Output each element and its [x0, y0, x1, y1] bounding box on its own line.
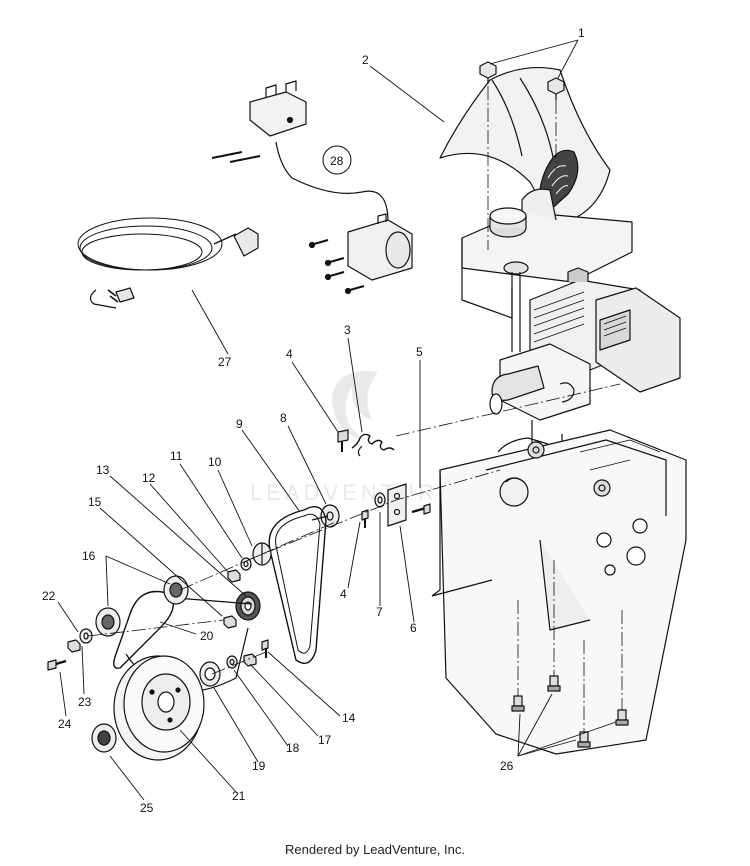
pulley-16-lower [95, 607, 121, 637]
belt-guide-bracket [387, 483, 407, 527]
bracket-washer [374, 492, 386, 508]
callout-26: 26 [500, 759, 514, 773]
idler-spring [351, 433, 395, 457]
leader-lines [57, 39, 617, 801]
callout-27: 27 [218, 355, 232, 369]
starter-motor [347, 213, 413, 281]
starter-screw-3 [308, 239, 329, 249]
shield-nut-left [479, 61, 497, 84]
bracket-screw [361, 509, 369, 528]
callout-18: 18 [286, 741, 300, 755]
starter-bracket [249, 80, 389, 223]
washer-18 [226, 655, 238, 669]
assembly-lines [87, 86, 623, 732]
frame-bolt-2 [547, 675, 561, 692]
auger-pulley-nut [223, 615, 237, 629]
callout-12: 12 [142, 471, 156, 485]
callout-17: 17 [318, 733, 332, 747]
watermark-text: LEADVENTURE [250, 480, 457, 505]
pivot-pin [337, 429, 349, 452]
callout-labels: 1 2 3 4 4 5 6 7 8 9 10 11 12 13 14 15 16… [42, 26, 585, 815]
callout-24: 24 [58, 717, 72, 731]
bolt-14 [261, 639, 269, 658]
bracket-bolt [411, 503, 431, 515]
callout-4-upper: 4 [286, 347, 293, 361]
callout-19: 19 [252, 759, 266, 773]
callout-2: 2 [362, 53, 369, 67]
engine-assembly [461, 188, 681, 461]
callout-7: 7 [376, 605, 383, 619]
callout-25: 25 [140, 801, 154, 815]
large-drive-pulley [113, 655, 205, 761]
bolt-24 [47, 659, 67, 671]
callout-20: 20 [200, 629, 214, 643]
callout-6: 6 [410, 621, 417, 635]
idler-nut [227, 569, 241, 583]
watermark-logo: LEADVENTURE [250, 371, 457, 505]
frame-bolt-4 [577, 731, 591, 748]
callout-28: 28 [330, 154, 344, 168]
starter-screw-4 [324, 257, 345, 267]
callout-8: 8 [280, 411, 287, 425]
power-cord [77, 217, 259, 309]
starter-screw-2 [229, 155, 261, 163]
callout-11: 11 [170, 449, 183, 463]
drive-belt-9 [268, 506, 327, 664]
callout-4-lower: 4 [340, 587, 347, 601]
spacer-19 [199, 661, 221, 687]
callout-23: 23 [78, 695, 92, 709]
starter-screw-6 [344, 285, 365, 295]
callout-9: 9 [236, 417, 243, 431]
pulley-16-upper [163, 575, 189, 605]
render-credit: Rendered by LeadVenture, Inc. [285, 842, 465, 857]
callout-22: 22 [42, 589, 56, 603]
callout-14: 14 [342, 711, 356, 725]
callout-16: 16 [82, 549, 96, 563]
callout-15: 15 [88, 495, 102, 509]
pulley-hub [91, 723, 117, 753]
callout-1: 1 [578, 26, 585, 40]
frame-bolt-1 [511, 695, 525, 712]
callout-3: 3 [344, 323, 351, 337]
starter-screw-5 [324, 271, 345, 281]
frame-housing [431, 429, 687, 755]
callout-5: 5 [416, 345, 423, 359]
auger-pulley [235, 591, 261, 621]
callout-13: 13 [96, 463, 110, 477]
callout-21: 21 [232, 789, 246, 803]
starter-screw-1 [211, 151, 243, 159]
frame-bolt-3 [615, 709, 629, 726]
callout-28-circle [322, 145, 352, 175]
shield-nut-right [547, 77, 565, 100]
callout-10: 10 [208, 455, 222, 469]
nut-22 [67, 639, 81, 653]
